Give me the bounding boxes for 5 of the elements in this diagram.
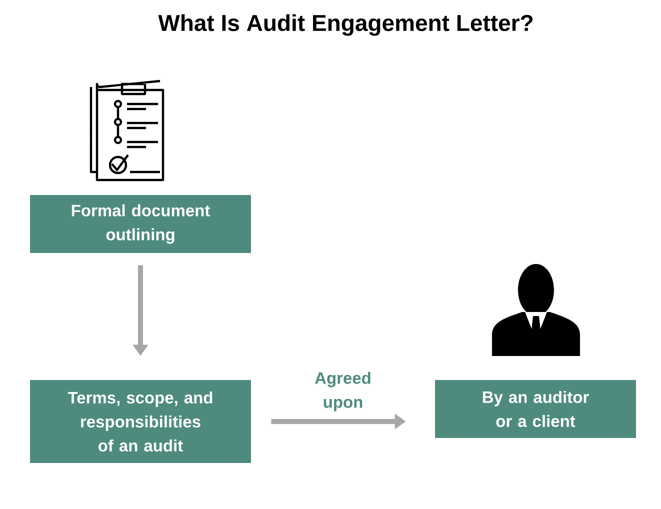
process-box: Terms, scope, and responsibilities of an audit (30, 380, 251, 463)
process-box: Formal document outlining (30, 195, 251, 253)
title: What Is Audit Engagement Letter? (158, 14, 533, 36)
edge-label: Agreed upon (315, 372, 370, 412)
process-box: By an auditor or a client (435, 380, 636, 438)
